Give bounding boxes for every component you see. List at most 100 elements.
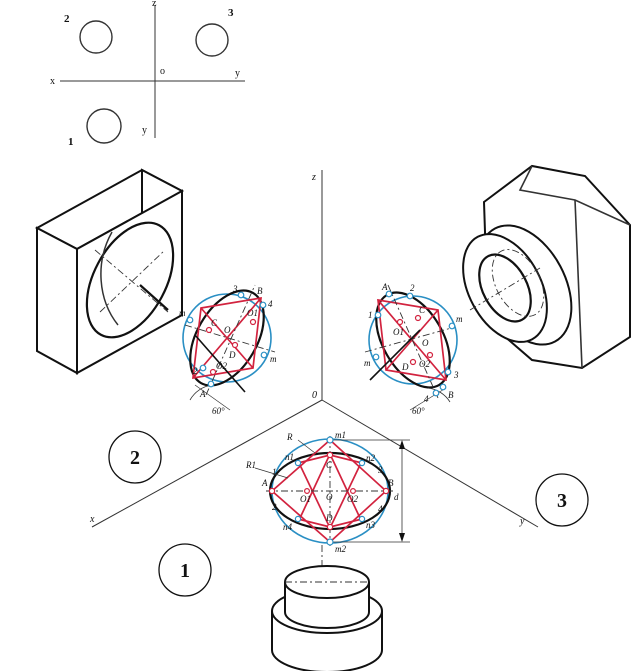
left-point-2: [199, 364, 207, 372]
right-label-B: B: [448, 390, 454, 400]
left-point-D: [231, 341, 239, 349]
schematic-z-label: z: [152, 0, 157, 9]
square-block-with-hole: [34, 168, 185, 375]
right-point-m-top: [448, 322, 456, 330]
schematic-label-2: 2: [64, 13, 70, 25]
top-point-n1: [294, 459, 302, 467]
left-construct-2: [192, 297, 262, 379]
right-point-O1: [396, 318, 404, 326]
schematic-origin-label: o: [160, 66, 165, 77]
left-label-O: O: [224, 325, 231, 335]
left-label-2: 2: [193, 366, 198, 376]
schematic-label-3: 3: [228, 7, 234, 19]
schematic-y-down-label: y: [142, 125, 147, 136]
top-point-m1: [326, 436, 334, 444]
top-dim-arrow-down: [399, 533, 405, 542]
left-angle-base: [194, 384, 231, 411]
top-label-1: 1: [272, 467, 277, 477]
top-point-C: [326, 451, 334, 459]
top-point-n3: [358, 515, 366, 523]
left-point-C: [205, 326, 213, 334]
top-point-n2: [358, 459, 366, 467]
left-major-stroke: [194, 334, 246, 393]
right-point-3: [444, 368, 452, 376]
stepped-cylinder: [271, 565, 383, 671]
top-label-n2: n2: [366, 453, 376, 463]
left-label-O2: O2: [216, 361, 227, 371]
top-point-B: [382, 487, 390, 495]
top-point-D: [326, 523, 334, 531]
schematic-x-label: x: [50, 76, 55, 87]
schematic-circle-1: [86, 108, 122, 144]
right-label-m-top: m: [456, 314, 463, 324]
right-angle-base: [409, 387, 447, 411]
schematic-diagram: z x y y o 2 3 1: [50, 0, 245, 148]
top-label-R: R: [286, 432, 293, 442]
right-point-A: [385, 290, 393, 298]
left-base-circle: [182, 293, 272, 383]
nut-vertical-edge: [574, 199, 583, 369]
left-label-C: C: [211, 318, 218, 328]
nut-top-edges: [518, 165, 631, 226]
right-label-3: 3: [453, 370, 459, 380]
left-label-m-bottom: m: [270, 354, 277, 364]
marker-circle-2: [108, 430, 162, 484]
right-point-4: [432, 389, 440, 397]
right-point-O2: [426, 351, 434, 359]
construction-right: m m A 2 1 O1 C O O2 D 3 4 B 60°: [364, 282, 463, 416]
right-point-B: [439, 383, 447, 391]
right-label-4: 4: [424, 394, 429, 404]
right-label-A: A: [381, 282, 388, 292]
left-label-angle: 60°: [212, 406, 225, 416]
nut-axis: [469, 267, 541, 311]
schematic-circle-2: [79, 20, 113, 54]
schematic-label-1: 1: [68, 136, 74, 148]
right-label-O1: O1: [393, 327, 404, 337]
top-label-A: A: [261, 478, 268, 488]
left-label-3: 3: [232, 284, 238, 294]
left-point-m-top: [186, 316, 194, 324]
top-point-O2: [350, 488, 357, 495]
top-label-2: 2: [272, 502, 277, 512]
right-major-stroke: [369, 329, 421, 381]
hex-nut-with-boss: [462, 164, 631, 370]
top-label-O1: O1: [300, 494, 311, 504]
top-label-D: D: [325, 513, 333, 523]
top-construct-2: [329, 464, 361, 529]
left-point-O1: [249, 318, 257, 326]
numbered-markers: 2 3 1: [108, 430, 589, 597]
top-construct-4: [329, 453, 361, 519]
main-origin-label: 0: [312, 390, 317, 401]
right-label-2: 2: [410, 283, 415, 293]
right-point-C: [414, 314, 422, 322]
top-label-C: C: [326, 460, 333, 470]
right-label-D: D: [401, 362, 409, 372]
top-point-O1: [304, 488, 311, 495]
top-label-n3: n3: [366, 520, 376, 530]
block-left-face: [36, 226, 78, 375]
top-r1-leader: [254, 467, 289, 479]
construction-top: R R1 m1 m2 n1 n2 n3 n4 C D A B O1 O2 O 1…: [245, 430, 410, 554]
left-point-m-bottom: [260, 351, 268, 359]
schematic-y-right-label: y: [235, 68, 240, 79]
left-ellipse: [189, 289, 265, 387]
right-label-1: 1: [368, 310, 373, 320]
top-dim-arrow-up: [399, 440, 405, 449]
left-point-3: [237, 291, 245, 299]
top-point-A: [268, 487, 276, 495]
left-label-D: D: [228, 350, 236, 360]
main-y-axis: [321, 399, 539, 528]
marker-label-3: 3: [557, 490, 567, 512]
top-label-3: 3: [377, 465, 383, 475]
left-label-O1: O1: [247, 308, 258, 318]
left-label-B: B: [257, 286, 263, 296]
marker-circle-3: [535, 473, 589, 527]
main-x-axis: [91, 399, 323, 528]
right-label-angle: 60°: [412, 406, 425, 416]
right-axis-2: [387, 284, 439, 399]
left-axis-1: [184, 324, 276, 353]
right-point-D: [409, 358, 417, 366]
top-point-n4: [294, 515, 302, 523]
top-label-4: 4: [378, 504, 383, 514]
